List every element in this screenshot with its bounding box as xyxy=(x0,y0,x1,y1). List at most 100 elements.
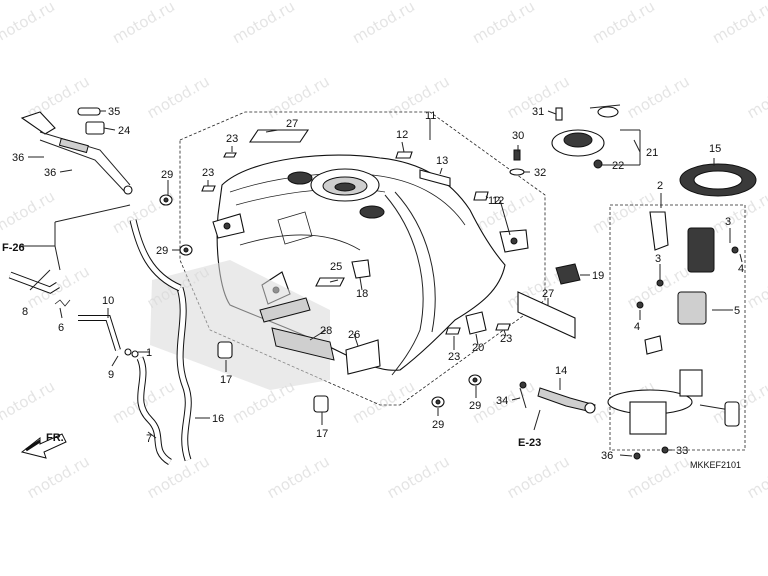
ref-e23: E-23 xyxy=(518,437,541,449)
front-direction-arrow xyxy=(20,433,67,459)
pad-23-c xyxy=(445,327,461,335)
callout-29-c: 29 xyxy=(469,400,481,412)
watermark-text: motod.ru xyxy=(144,452,213,502)
watermark-text: motod.ru xyxy=(384,72,453,122)
watermark-text: motod.ru xyxy=(349,0,418,47)
callout-32: 32 xyxy=(534,167,546,179)
diagram-code: MKKEF2101 xyxy=(690,460,741,470)
hose-16 xyxy=(176,286,192,462)
callout-14: 14 xyxy=(555,365,567,377)
callout-35: 35 xyxy=(108,106,120,118)
callout-7: 7 xyxy=(146,433,152,445)
pad-27-right xyxy=(517,291,576,339)
hose-7 xyxy=(136,356,173,465)
watermark-text: motod.ru xyxy=(589,187,658,237)
washer-29-b xyxy=(179,244,193,256)
callout-11: 11 xyxy=(425,110,436,122)
ref-fr: FR. xyxy=(46,432,64,444)
callout-9: 9 xyxy=(108,369,114,381)
grommet-17-a xyxy=(217,341,233,359)
callout-4-b: 4 xyxy=(634,321,640,333)
callout-33: 33 xyxy=(676,445,688,457)
grommet-17-b xyxy=(313,395,329,413)
callout-12-c: 12 xyxy=(492,195,504,207)
callout-12-a: 12 xyxy=(396,129,408,141)
callout-3-b: 3 xyxy=(655,253,661,265)
callout-12-b: 12 xyxy=(488,195,500,207)
hose-upper xyxy=(129,219,182,292)
callout-25: 25 xyxy=(330,261,342,273)
bracket-19 xyxy=(555,263,581,285)
callout-18: 18 xyxy=(356,288,368,300)
callout-23-b: 23 xyxy=(202,167,214,179)
callout-29-a: 29 xyxy=(161,169,173,181)
fuel-pump xyxy=(607,211,740,460)
watermark-text: motod.ru xyxy=(744,262,768,312)
watermark-text: motod.ru xyxy=(709,0,768,47)
watermark-text: motod.ru xyxy=(624,452,693,502)
watermark-text: motod.ru xyxy=(384,452,453,502)
callout-23-c: 23 xyxy=(448,351,460,363)
watermark-text: motod.ru xyxy=(0,377,58,427)
watermark-text: motod.ru xyxy=(624,72,693,122)
pad-23-b xyxy=(201,185,216,192)
watermark-text: motod.ru xyxy=(504,452,573,502)
watermark-text: motod.ru xyxy=(264,452,333,502)
callout-36-b: 36 xyxy=(44,167,56,179)
fuel-pump-assembly-outline xyxy=(609,204,746,451)
callout-3-a: 3 xyxy=(725,216,731,228)
hose-14 xyxy=(537,387,596,414)
washer-29-a xyxy=(159,194,173,206)
callout-1: 1 xyxy=(146,347,152,359)
fuel-sender-unit xyxy=(20,107,133,195)
callout-36-a: 36 xyxy=(12,152,24,164)
watermark-text: motod.ru xyxy=(264,72,333,122)
rubber-18 xyxy=(351,259,371,279)
watermark-text: motod.ru xyxy=(144,72,213,122)
callout-36-c: 36 xyxy=(601,450,613,462)
bracket-20 xyxy=(465,311,487,335)
watermark-text: motod.ru xyxy=(349,377,418,427)
rubber-26 xyxy=(345,339,381,375)
callout-15: 15 xyxy=(709,143,721,155)
tube-10 xyxy=(78,315,121,351)
leader-lines xyxy=(20,110,743,457)
watermark-text: motod.ru xyxy=(469,0,538,47)
callout-21: 21 xyxy=(646,147,658,159)
pad-27-top xyxy=(248,129,310,143)
rubber-28 xyxy=(271,327,335,361)
callout-10: 10 xyxy=(102,295,114,307)
sensor-34 xyxy=(519,381,527,409)
tank-heat-shield-area xyxy=(150,260,330,390)
washer-29-c xyxy=(468,374,482,386)
pad-23-d xyxy=(495,323,511,331)
spring-6 xyxy=(54,299,71,307)
watermark-text: motod.ru xyxy=(589,0,658,47)
callout-23-d: 23 xyxy=(500,333,512,345)
watermark-text: motod.ru xyxy=(744,72,768,122)
pad-12-a xyxy=(395,151,413,159)
callout-26: 26 xyxy=(348,329,360,341)
callout-34: 34 xyxy=(496,395,508,407)
clamp-1 xyxy=(124,348,139,358)
callout-6: 6 xyxy=(58,322,64,334)
pad-13 xyxy=(419,169,451,187)
washer-29-d xyxy=(431,396,445,408)
callout-22: 22 xyxy=(612,160,624,172)
gasket-15 xyxy=(679,163,757,197)
callout-29-b: 29 xyxy=(156,245,168,257)
callout-27-b: 27 xyxy=(542,288,554,300)
ref-f26: F-26 xyxy=(2,242,25,254)
watermark-text: motod.ru xyxy=(0,187,58,237)
callout-2: 2 xyxy=(657,180,663,192)
watermark-text: motod.ru xyxy=(0,0,58,47)
callout-31: 31 xyxy=(532,106,544,118)
watermark-text: motod.ru xyxy=(744,452,768,502)
callout-27-a: 27 xyxy=(286,118,298,130)
callout-24: 24 xyxy=(118,125,130,137)
callout-23-a: 23 xyxy=(226,133,238,145)
callout-20: 20 xyxy=(472,342,484,354)
callout-17-a: 17 xyxy=(220,374,232,386)
callout-19: 19 xyxy=(592,270,604,282)
